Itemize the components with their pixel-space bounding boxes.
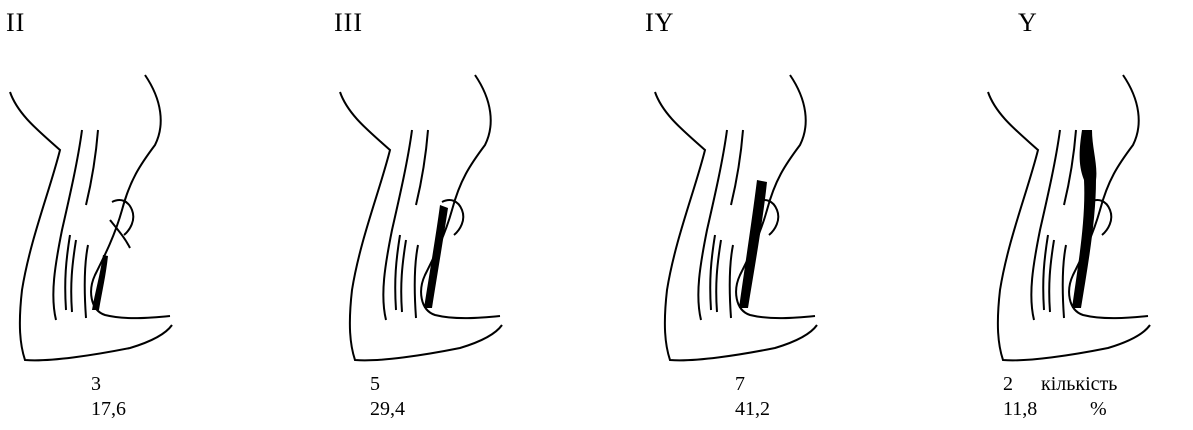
percent-value: 11,8 (1003, 398, 1037, 420)
stage-label: Y (1018, 8, 1038, 38)
stage-label: IY (645, 8, 674, 38)
leg-drawing (330, 70, 530, 370)
percent-value: 29,4 (370, 398, 405, 420)
stage-panel-iy: IY 7 41,2 (645, 0, 945, 430)
thrombus (1072, 130, 1096, 308)
stage-label: III (334, 8, 363, 38)
count-value: 2 (1003, 373, 1013, 395)
percent-value: 41,2 (735, 398, 770, 420)
leg-drawing (645, 70, 845, 370)
thrombus (739, 180, 767, 308)
percent-value: 17,6 (91, 398, 126, 420)
stage-panel-y: Y 2 11,8 кількість % (978, 0, 1193, 430)
stage-label: II (6, 8, 25, 38)
percent-legend-label: % (1090, 398, 1107, 421)
stage-panel-iii: III 5 29,4 (330, 0, 630, 430)
stage-panel-ii: II 3 17,6 (0, 0, 300, 430)
thrombus (424, 205, 448, 308)
count-value: 5 (370, 373, 380, 395)
count-legend-label: кількість (1041, 373, 1117, 396)
count-value: 7 (735, 373, 745, 395)
count-value: 3 (91, 373, 101, 395)
leg-drawing (0, 70, 200, 370)
leg-drawing (978, 70, 1178, 370)
